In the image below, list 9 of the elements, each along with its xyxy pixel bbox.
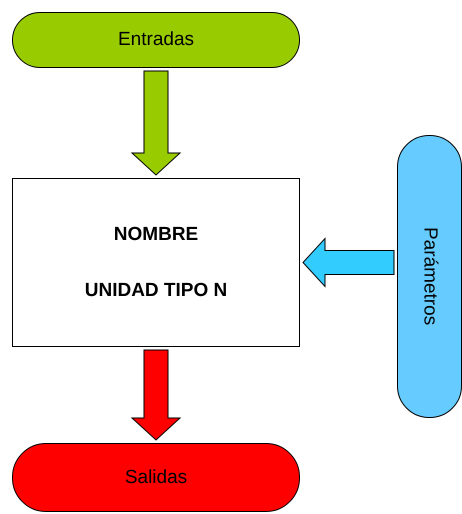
node-label: Salidas xyxy=(124,466,188,488)
block-arrow xyxy=(130,70,182,176)
process-box xyxy=(12,178,300,347)
node-label: Parámetros xyxy=(418,227,440,326)
node-title: NOMBRE xyxy=(114,224,198,246)
block-arrow xyxy=(130,350,182,441)
node-label: UNIDAD TIPO N xyxy=(84,280,228,302)
block-arrow xyxy=(302,237,394,288)
node-label: Entradas xyxy=(118,29,194,51)
